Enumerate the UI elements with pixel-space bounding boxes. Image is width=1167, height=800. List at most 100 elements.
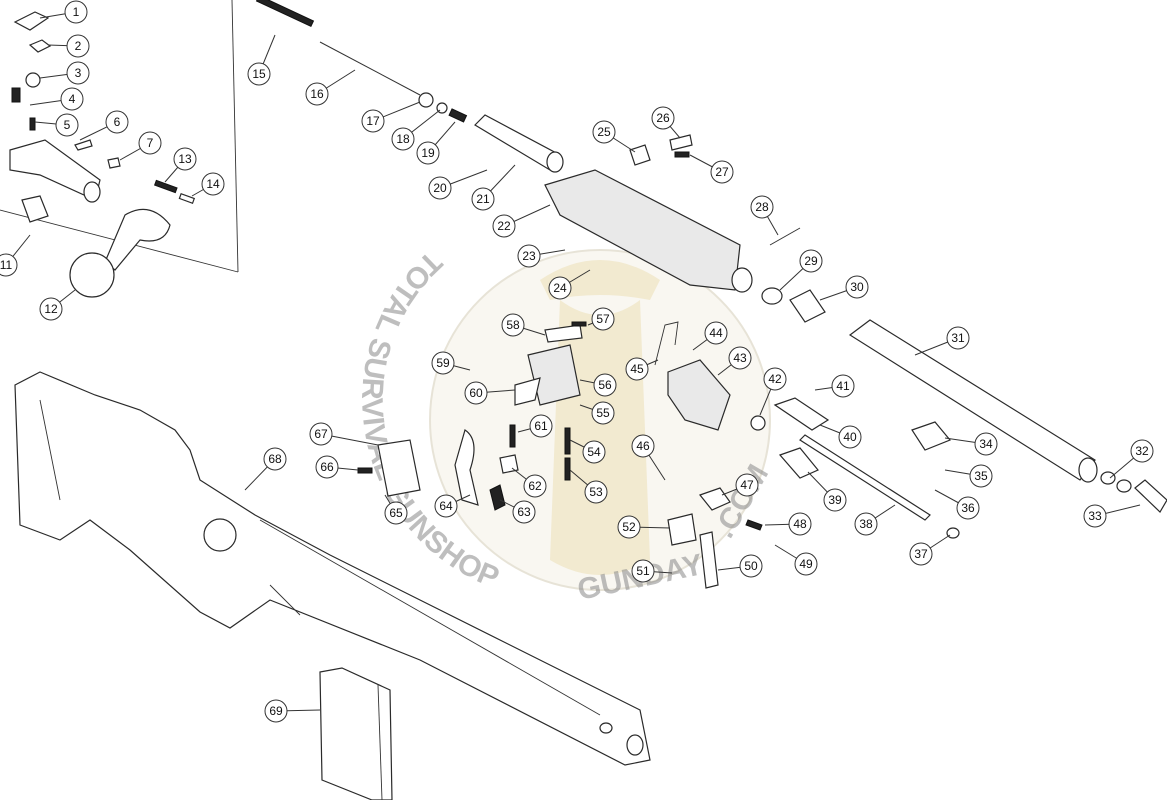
part-31-outer-barrel [848,319,1096,481]
callout-36: 36 [956,496,980,520]
callout-45: 45 [625,357,649,381]
part-63-spring [489,484,506,511]
callout-circle [501,313,525,337]
callout-circle [799,249,823,273]
part-15-spring [255,0,315,28]
callout-20: 20 [428,176,452,200]
part-17-ring [418,92,434,108]
callout-35: 35 [969,464,993,488]
callout-circle [55,113,79,137]
callout-label: 69 [269,704,283,718]
callout-5: 5 [55,113,79,137]
callout-label: 52 [622,520,636,534]
part-68-stock [14,371,651,766]
part-54-spring [564,427,571,455]
callout-circle [60,87,84,111]
part-4-pin [11,87,21,103]
part-3-ring [25,72,41,88]
callout-label: 17 [366,114,380,128]
callout-46: 46 [631,434,655,458]
callout-label: 46 [636,439,650,453]
callout-label: 58 [506,318,520,332]
callout-62: 62 [523,474,547,498]
part-13-spring [153,179,178,194]
callout-circle [305,82,329,106]
part-33-muzzle [1134,479,1167,513]
callout-circle [64,0,88,24]
part-43-gearbox [667,359,731,431]
part-37-ring [946,527,960,539]
callout-label: 18 [396,132,410,146]
callout-label: 62 [528,479,542,493]
part-64-trigger [454,429,479,506]
part-57-pin [571,321,587,327]
callout-label: 24 [553,281,567,295]
part-7-screw [107,157,121,169]
bolt-assembly [9,11,196,298]
part-69-magazine [319,667,393,800]
part-22-receiver [544,169,741,291]
callout-12: 12 [39,297,63,321]
magazine [319,667,393,800]
callout-6: 6 [105,110,129,134]
callout-24: 24 [548,276,572,300]
callout-label: 19 [421,146,435,160]
callout-58: 58 [501,313,525,337]
part-32-o-ring [1100,471,1116,485]
callout-label: 20 [433,181,447,195]
callout-48: 48 [788,512,812,536]
callout-label: 7 [147,136,154,150]
callout-39: 39 [823,488,847,512]
part-39-hopup [778,447,819,479]
callout-label: 49 [799,557,813,571]
part-2-clip [28,39,52,53]
callout-14: 14 [201,172,225,196]
callout-circle [704,321,728,345]
callout-label: 28 [755,200,769,214]
callout-label: 26 [656,111,670,125]
part-1-plate [13,11,50,31]
callout-circle [391,127,415,151]
callout-33: 33 [1083,504,1107,528]
callout-label: 16 [310,87,324,101]
callout-label: 30 [850,280,864,294]
hopup-trigger-assembly [357,321,960,589]
callout-label: 42 [768,372,782,386]
callout-23: 23 [517,244,541,268]
callout-label: 53 [589,485,603,499]
callout-label: 56 [598,378,612,392]
callout-circle [138,131,162,155]
callout-label: 22 [497,219,511,233]
callout-16: 16 [305,82,329,106]
callout-circle [625,357,649,381]
part-25-clip [629,144,651,166]
callout-34: 34 [974,432,998,456]
callout-label: 39 [828,493,842,507]
callout-circle [361,109,385,133]
callout-circle [591,401,615,425]
callout-circle [854,512,878,536]
callout-52: 52 [617,515,641,539]
callout-label: 31 [951,331,965,345]
callout-13: 13 [173,147,197,171]
callout-label: 4 [69,92,76,106]
callout-label: 1 [73,5,80,19]
callout-circle [523,474,547,498]
callout-label: 12 [44,302,58,316]
callout-label: 33 [1088,509,1102,523]
callout-circle [548,276,572,300]
callout-circle [831,374,855,398]
part-45-spring-wire [654,321,679,366]
callout-circle [909,542,933,566]
callout-circle [651,106,675,130]
part-62-clip [499,454,519,474]
part-50-cylinder [699,531,719,589]
part-53-spring [564,457,571,481]
callout-11: 11 [0,253,18,277]
callout-label: 15 [252,67,266,81]
callout-64: 64 [434,494,458,518]
callout-50: 50 [739,554,763,578]
callout-circle [512,500,536,524]
callout-54: 54 [582,440,606,464]
part-42-bushing [750,415,766,431]
